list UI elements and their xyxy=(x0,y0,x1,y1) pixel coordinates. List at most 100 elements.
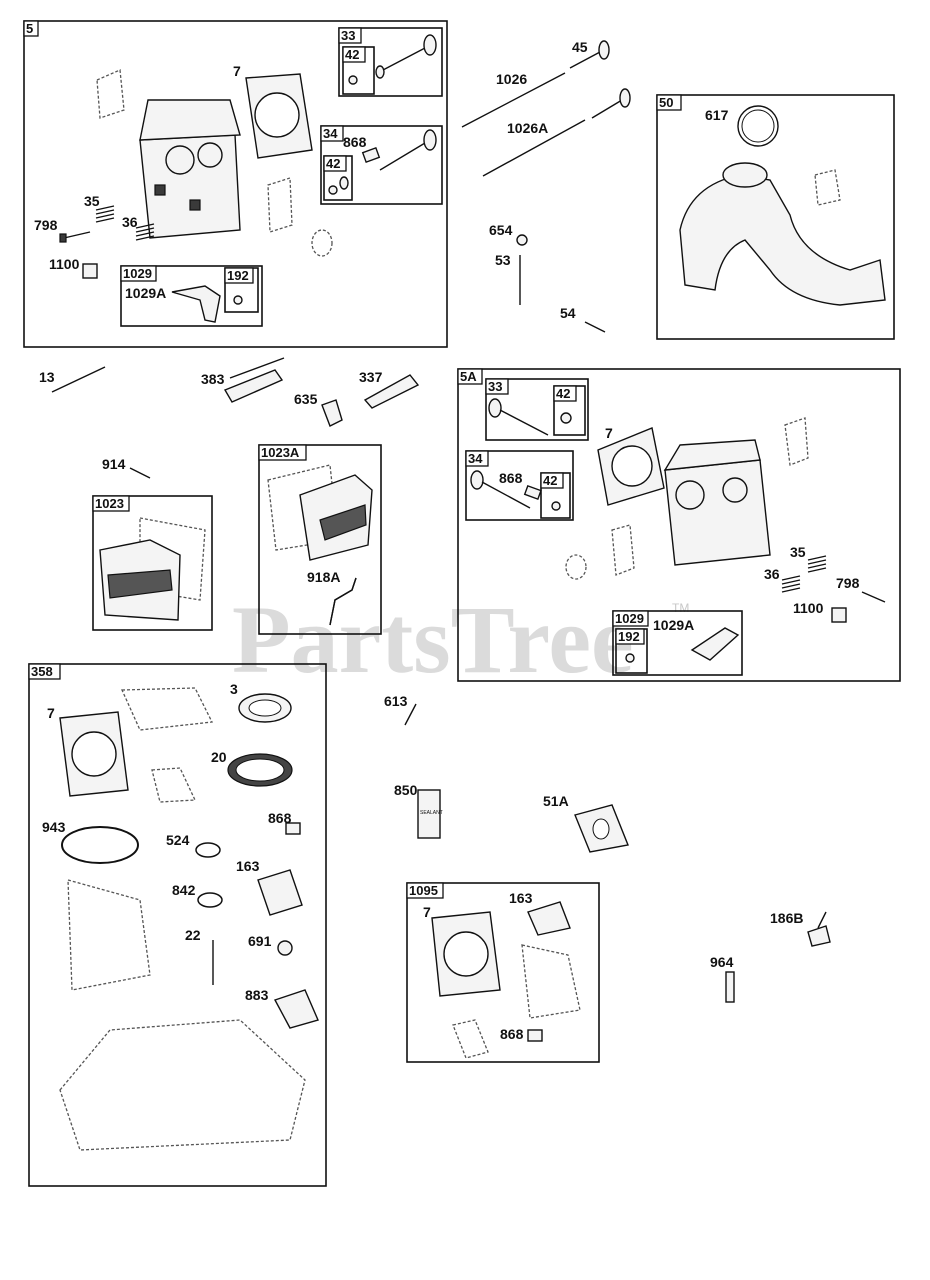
cylinder-head-icon xyxy=(664,459,771,566)
label-943: 943 xyxy=(42,819,66,835)
label-654: 654 xyxy=(489,222,513,238)
clip-icon xyxy=(831,607,847,623)
label-868-g358: 868 xyxy=(268,810,292,826)
dowel-icon xyxy=(527,1029,543,1042)
label-524: 524 xyxy=(166,832,190,848)
label-1026A: 1026A xyxy=(507,120,548,136)
valve-stem-icon xyxy=(382,47,426,71)
misc-parts-middle[interactable]: 613 850 SEALANT 51A xyxy=(384,693,629,853)
label-964: 964 xyxy=(710,954,734,970)
screw-icon xyxy=(129,467,151,479)
gasket-outline-icon xyxy=(267,464,339,551)
label-635: 635 xyxy=(294,391,318,407)
seal-icon xyxy=(277,940,293,956)
dowel-icon xyxy=(285,822,301,835)
valve-head-icon xyxy=(470,470,484,490)
spark-plug-icon xyxy=(363,374,420,409)
cylinder-head-top-icon xyxy=(139,99,241,141)
watermark-trademark: TM xyxy=(672,601,689,615)
group-1023-tag: 1023 xyxy=(95,496,124,511)
elbow-icon xyxy=(321,399,343,427)
valve-spring-icon xyxy=(807,555,827,573)
label-36-g5A: 36 xyxy=(764,566,780,582)
group-1095-gasket-kit[interactable]: 1095 7 163 868 xyxy=(406,882,600,1063)
sealant-tube-text: SEALANT xyxy=(420,810,443,816)
group-358-tag: 358 xyxy=(31,664,53,679)
label-7-g5A: 7 xyxy=(605,425,613,441)
pin-icon xyxy=(725,971,735,1003)
group-5-sub-192-tag: 192 xyxy=(227,268,249,283)
pivot-nut-icon xyxy=(625,653,635,663)
valve-head-icon xyxy=(488,398,502,418)
label-914: 914 xyxy=(102,456,126,472)
pushrod-icon xyxy=(482,119,586,177)
label-7-g5: 7 xyxy=(233,63,241,79)
group-1023A-valve-cover[interactable]: 1023A 918A xyxy=(258,444,382,635)
gasket-icon xyxy=(273,989,319,1029)
label-383: 383 xyxy=(201,371,225,387)
gasket-outline-icon xyxy=(784,417,809,466)
label-850: 850 xyxy=(394,782,418,798)
gasket-outline-icon xyxy=(611,524,635,576)
valve-keeper-icon xyxy=(348,75,358,85)
bolt-icon xyxy=(861,591,886,603)
screw-icon xyxy=(404,703,417,726)
label-613: 613 xyxy=(384,693,408,709)
gasket-outline-icon xyxy=(96,69,125,119)
gasket-outline-icon xyxy=(521,944,581,1019)
gasket-outline-icon xyxy=(59,1019,306,1151)
label-617: 617 xyxy=(705,107,729,123)
label-51A: 51A xyxy=(543,793,569,809)
tappet-icon xyxy=(569,51,601,69)
pushrods-area[interactable]: 45 1026 1026A 654 53 54 xyxy=(461,39,631,333)
group-5A-sub-33-42-tag: 42 xyxy=(556,386,570,401)
label-1029A-g5: 1029A xyxy=(125,285,166,301)
group-358-gasket-set[interactable]: 358 7 3 20 943 868 524 163 842 22 691 88… xyxy=(28,663,327,1187)
valve-seal-icon xyxy=(339,176,349,190)
gasket-icon xyxy=(257,869,303,916)
label-1100-g5A: 1100 xyxy=(793,600,824,616)
gasket-outline-icon xyxy=(565,554,587,580)
gasket-icon xyxy=(527,901,571,936)
valve-stem-icon xyxy=(499,409,549,436)
label-13: 13 xyxy=(39,369,55,385)
label-1029A-g5A: 1029A xyxy=(653,617,694,633)
label-163-g1095: 163 xyxy=(509,890,533,906)
group-5A-sub-33-tag: 33 xyxy=(488,379,502,394)
group-50-intake-manifold[interactable]: 50 617 xyxy=(656,94,895,340)
gasket-outline-icon xyxy=(452,1019,489,1059)
label-842: 842 xyxy=(172,882,196,898)
gasket-outline-icon xyxy=(121,687,213,731)
group-5-cylinder-head-assembly[interactable]: 5 33 42 34 868 42 1029 1029A 192 xyxy=(23,20,448,348)
valve-keeper-icon xyxy=(328,185,338,195)
label-3: 3 xyxy=(230,681,238,697)
bolt-icon xyxy=(51,366,106,393)
o-ring-icon xyxy=(737,105,779,147)
o-ring-icon xyxy=(197,892,223,908)
group-1023-valve-cover[interactable]: 1023 xyxy=(92,495,213,631)
gasket-outline-icon xyxy=(151,767,196,803)
label-1100-g5: 1100 xyxy=(49,256,80,272)
group-5A-sub-34-42-tag: 42 xyxy=(543,473,557,488)
misc-parts-right[interactable]: 186B 964 xyxy=(710,910,831,1003)
tappet-head-icon xyxy=(598,40,610,60)
label-883: 883 xyxy=(245,987,269,1003)
gasket-outline-icon xyxy=(814,169,841,206)
valve-head-icon xyxy=(423,129,437,151)
group-5A-cylinder-head-assembly[interactable]: 5A 33 42 34 868 42 7 35 36 798 xyxy=(457,368,901,682)
valve-guide-icon xyxy=(361,147,381,163)
breather-tube-icon xyxy=(223,369,284,403)
valve-head-icon xyxy=(423,34,437,56)
gasket-outline-icon xyxy=(267,177,293,233)
label-337: 337 xyxy=(359,369,383,385)
valve-stem-icon xyxy=(379,142,426,171)
label-35-g5: 35 xyxy=(84,193,100,209)
misc-parts-row[interactable]: 13 383 337 635 914 xyxy=(39,357,420,479)
label-20: 20 xyxy=(211,749,227,765)
valve-spring-icon xyxy=(135,223,155,241)
gasket-outline-icon xyxy=(67,879,151,991)
label-45: 45 xyxy=(572,39,588,55)
valve-spring-icon xyxy=(781,575,801,593)
label-1026: 1026 xyxy=(496,71,527,87)
